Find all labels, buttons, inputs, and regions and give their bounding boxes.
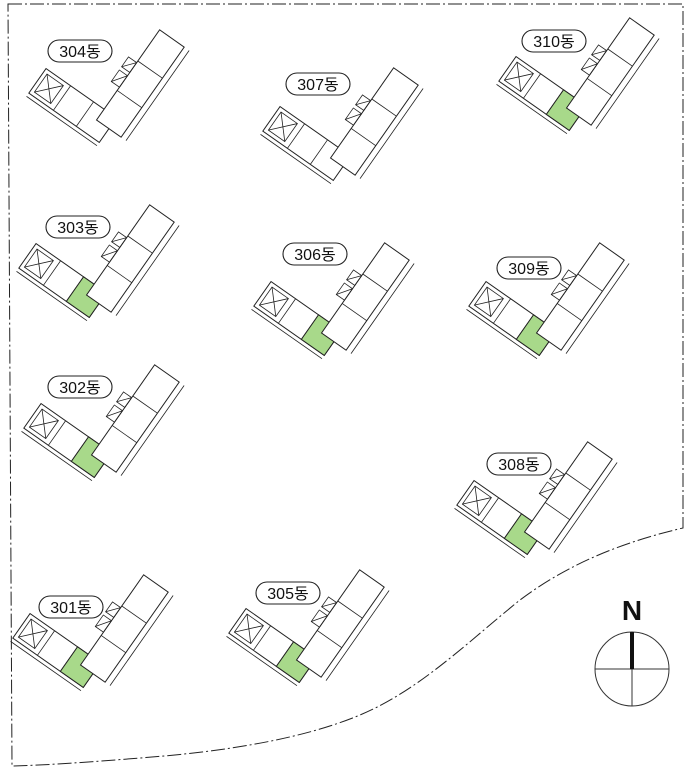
building-304[interactable] bbox=[26, 24, 190, 147]
north-compass: N bbox=[594, 595, 670, 707]
west-wing bbox=[251, 280, 343, 360]
building-label[interactable]: 303동 bbox=[45, 215, 111, 239]
north-wing bbox=[565, 17, 660, 129]
north-wing bbox=[90, 364, 185, 476]
building-310[interactable] bbox=[496, 12, 660, 135]
building-308[interactable] bbox=[454, 436, 618, 559]
building-307[interactable] bbox=[260, 62, 424, 185]
building-label[interactable]: 304동 bbox=[47, 39, 113, 63]
building-309[interactable] bbox=[466, 237, 630, 360]
west-wing bbox=[496, 55, 588, 135]
north-label: N bbox=[622, 595, 642, 626]
building-label[interactable]: 309동 bbox=[496, 256, 562, 280]
building-303[interactable] bbox=[16, 199, 180, 322]
building-label[interactable]: 310동 bbox=[521, 29, 587, 53]
building-label-text: 302동 bbox=[59, 380, 100, 397]
north-wing bbox=[523, 441, 618, 553]
north-wing bbox=[329, 67, 424, 179]
west-wing bbox=[466, 280, 558, 360]
west-wing bbox=[260, 105, 352, 185]
building-label-text: 303동 bbox=[57, 220, 98, 237]
building-label-text: 305동 bbox=[267, 586, 308, 603]
west-wing bbox=[21, 402, 113, 482]
building-label[interactable]: 307동 bbox=[285, 72, 351, 96]
building-label-text: 308동 bbox=[498, 457, 539, 474]
building-label-text: 309동 bbox=[508, 261, 549, 278]
west-wing bbox=[26, 67, 118, 147]
north-wing bbox=[79, 574, 174, 686]
building-305[interactable] bbox=[226, 564, 390, 687]
building-label-text: 310동 bbox=[533, 34, 574, 51]
north-wing bbox=[320, 242, 415, 354]
building-label-text: 306동 bbox=[294, 247, 335, 264]
west-wing bbox=[10, 612, 102, 692]
building-label[interactable]: 308동 bbox=[486, 452, 552, 476]
building-label[interactable]: 306동 bbox=[282, 242, 348, 266]
building-label[interactable]: 305동 bbox=[255, 581, 321, 605]
building-label-text: 307동 bbox=[297, 77, 338, 94]
building-label-text: 304동 bbox=[59, 44, 100, 61]
north-wing bbox=[535, 242, 630, 354]
site-boundary bbox=[7, 3, 684, 767]
west-wing bbox=[454, 479, 546, 559]
north-wing bbox=[85, 204, 180, 316]
west-wing bbox=[226, 607, 318, 687]
building-301[interactable] bbox=[10, 569, 174, 692]
north-wing bbox=[295, 569, 390, 681]
north-wing bbox=[95, 29, 190, 141]
west-wing bbox=[16, 242, 108, 322]
building-306[interactable] bbox=[251, 237, 415, 360]
building-label[interactable]: 301동 bbox=[38, 595, 104, 619]
building-302[interactable] bbox=[21, 359, 185, 482]
buildings-layer: 304동 307동 310동 303동 306동 309동 302동 308동 301동 305동 bbox=[10, 12, 660, 692]
building-label[interactable]: 302동 bbox=[47, 375, 113, 399]
building-label-text: 301동 bbox=[50, 600, 91, 617]
